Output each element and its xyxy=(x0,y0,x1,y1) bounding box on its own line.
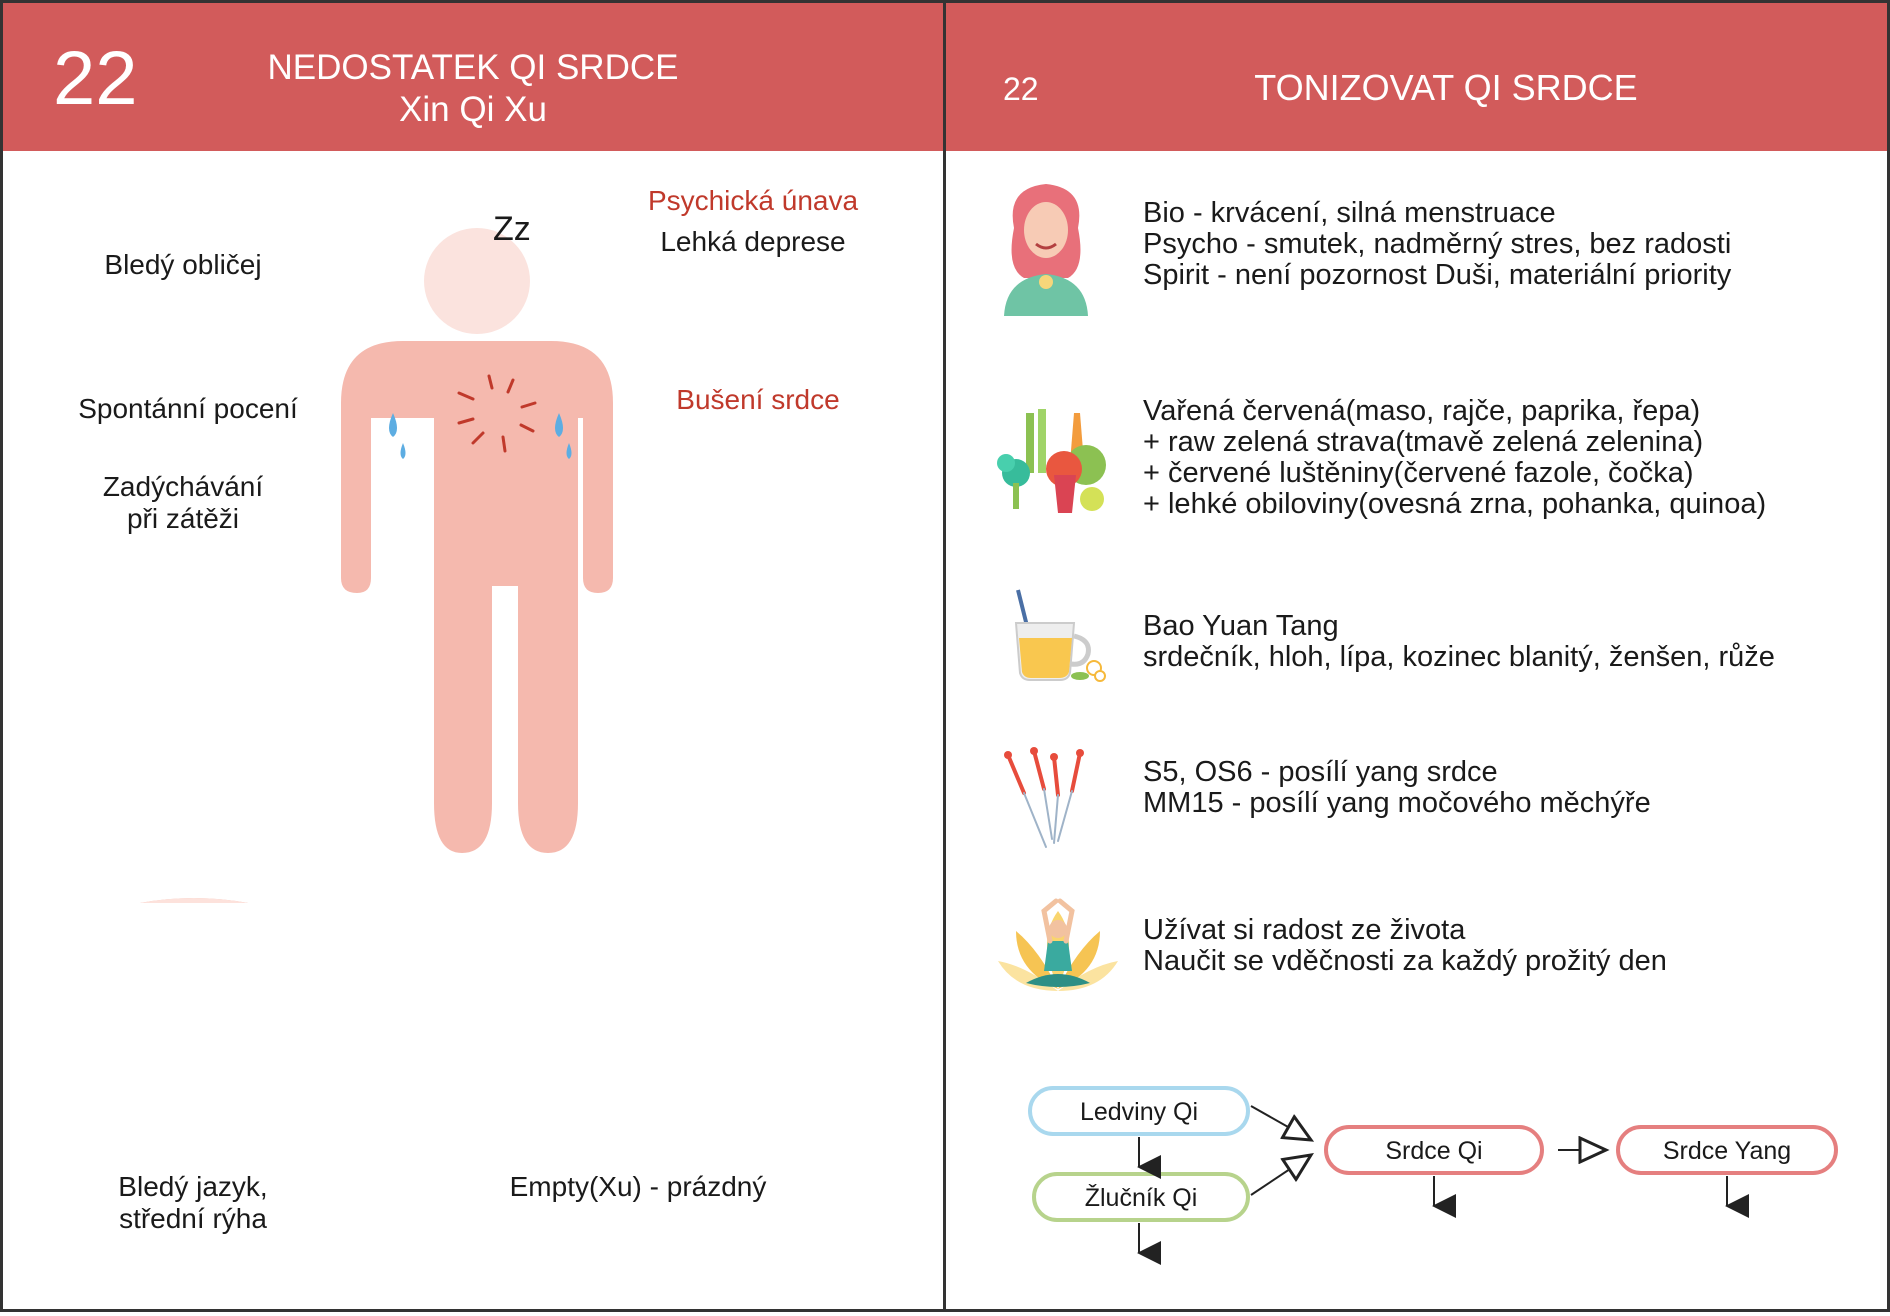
item-causes: Bio - krvácení, silná menstruace Psycho … xyxy=(1143,197,1732,291)
gallbladder-qi-label: Žlučník Qi xyxy=(1084,1184,1198,1212)
syndrome-title: NEDOSTATEK QI SRDCE xyxy=(267,48,679,87)
woman-icon xyxy=(1004,184,1088,316)
tongue-label: Bledý jazyk, střední rýha xyxy=(118,1171,268,1234)
heart-qi-box xyxy=(1324,1125,1544,1175)
mental-fatigue-label: Psychická únava xyxy=(647,185,859,216)
torso-shape xyxy=(341,341,613,853)
sweat-drops xyxy=(389,413,572,459)
right-card: 22 TONIZOVAT QI SRDCE Bio - krvácení, si… xyxy=(943,0,1890,1312)
tea-cup-icon xyxy=(1014,589,1106,682)
item-acupuncture: S5, OS6 - posílí yang srdce MM15 - posíl… xyxy=(1143,756,1651,819)
kidney-qi-box xyxy=(1028,1086,1250,1136)
breathlessness-label: Zadýchávání při zátěži xyxy=(102,471,264,534)
item-herbal-formula: Bao Yuan Tang srdečník, hloh, lípa, kozi… xyxy=(1143,610,1775,673)
heart-qi-label: Srdce Qi xyxy=(1385,1137,1483,1165)
kidney-qi-label: Ledviny Qi xyxy=(1079,1098,1199,1126)
treatment-title: TONIZOVAT QI SRDCE xyxy=(1254,67,1638,108)
card-number: 22 xyxy=(53,36,138,121)
palpitations-label: Bušení srdce xyxy=(676,384,840,415)
spontaneous-sweating-label: Spontánní pocení xyxy=(78,393,298,424)
pale-face-label: Bledý obličej xyxy=(104,249,262,280)
gallbladder-to-heart-arrow xyxy=(1250,1155,1311,1196)
left-card: 22 NEDOSTATEK QI SRDCE Xin Qi Xu xyxy=(0,0,946,1312)
card-number: 22 xyxy=(1003,71,1039,107)
head-shape xyxy=(424,228,530,334)
organ-flow-diagram xyxy=(1028,1086,1838,1265)
mild-depression-label: Lehká deprese xyxy=(660,226,846,257)
heart-yang-box xyxy=(1616,1125,1838,1175)
syndrome-subtitle: Xin Qi Xu xyxy=(399,90,547,129)
tongue-figure xyxy=(140,898,249,903)
body-figure xyxy=(140,228,613,903)
heart-yang-label: Srdce Yang xyxy=(1662,1137,1792,1165)
vegetables-icon xyxy=(997,409,1106,513)
acupuncture-needles-icon xyxy=(1004,747,1084,848)
kidney-to-heart-arrow xyxy=(1250,1105,1311,1140)
item-diet: Vařená červená(maso, rajče, paprika, řep… xyxy=(1143,395,1767,520)
header-title: NEDOSTATEK QI SRDCE Xin Qi Xu xyxy=(183,47,763,131)
left-header: 22 NEDOSTATEK QI SRDCE Xin Qi Xu xyxy=(3,3,943,151)
right-header: 22 TONIZOVAT QI SRDCE xyxy=(946,3,1887,151)
heartbeat-lines xyxy=(457,374,537,453)
sleep-zz: Zz xyxy=(493,210,531,248)
meditation-icon xyxy=(998,898,1118,991)
item-lifestyle: Užívat si radost ze života Naučit se vdě… xyxy=(1143,914,1667,977)
pulse-label: Empty(Xu) - prázdný xyxy=(509,1171,767,1202)
